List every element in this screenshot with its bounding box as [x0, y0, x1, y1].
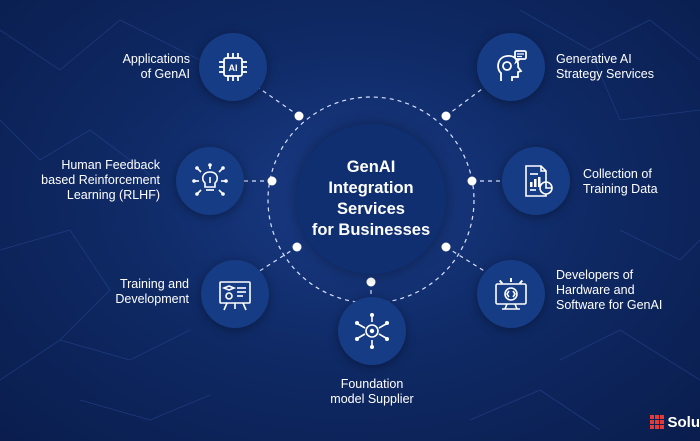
brand-mark-icon: [649, 415, 664, 429]
center-title: GenAI Integration Services for Businesse…: [311, 158, 431, 239]
node-rlhf: [176, 147, 244, 215]
node-developers-hw-sw: [477, 260, 545, 328]
label-developers-hw-sw: Developers of Hardware and Software for …: [556, 268, 663, 312]
svg-text:AI: AI: [229, 63, 238, 73]
node-foundation-model-supplier: [338, 297, 406, 365]
brand-logo: Solu: [649, 410, 700, 434]
lightbulb-network-icon: [192, 163, 228, 196]
label-applications-of-genai: Applications of GenAI: [122, 52, 190, 81]
node-generative-ai-strategy: [477, 33, 545, 101]
node-training-development: [201, 260, 269, 328]
node-collection-training-data: [502, 147, 570, 215]
label-collection-training-data: Collection of Training Data: [583, 167, 658, 196]
data-report-icon: [525, 165, 553, 197]
label-foundation-model-supplier: Foundation model Supplier: [330, 377, 414, 406]
ai-chip-icon: AI: [219, 53, 247, 81]
label-rlhf: Human Feedback based Reinforcement Learn…: [41, 158, 160, 202]
background-network: [0, 9, 700, 431]
brand-text: Solu: [667, 413, 700, 431]
code-monitor-gear-icon: [495, 278, 527, 310]
presentation-board-icon: [219, 281, 251, 311]
center-hub: GenAI Integration Services for Businesse…: [296, 124, 446, 274]
label-training-development: Training and Development: [115, 277, 189, 306]
network-gear-icon: [355, 313, 389, 349]
node-applications-of-genai: AI: [199, 33, 267, 101]
label-generative-ai-strategy: Generative AI Strategy Services: [556, 52, 654, 81]
ai-head-gear-icon: [497, 50, 527, 81]
ring-dots: [267, 111, 477, 287]
